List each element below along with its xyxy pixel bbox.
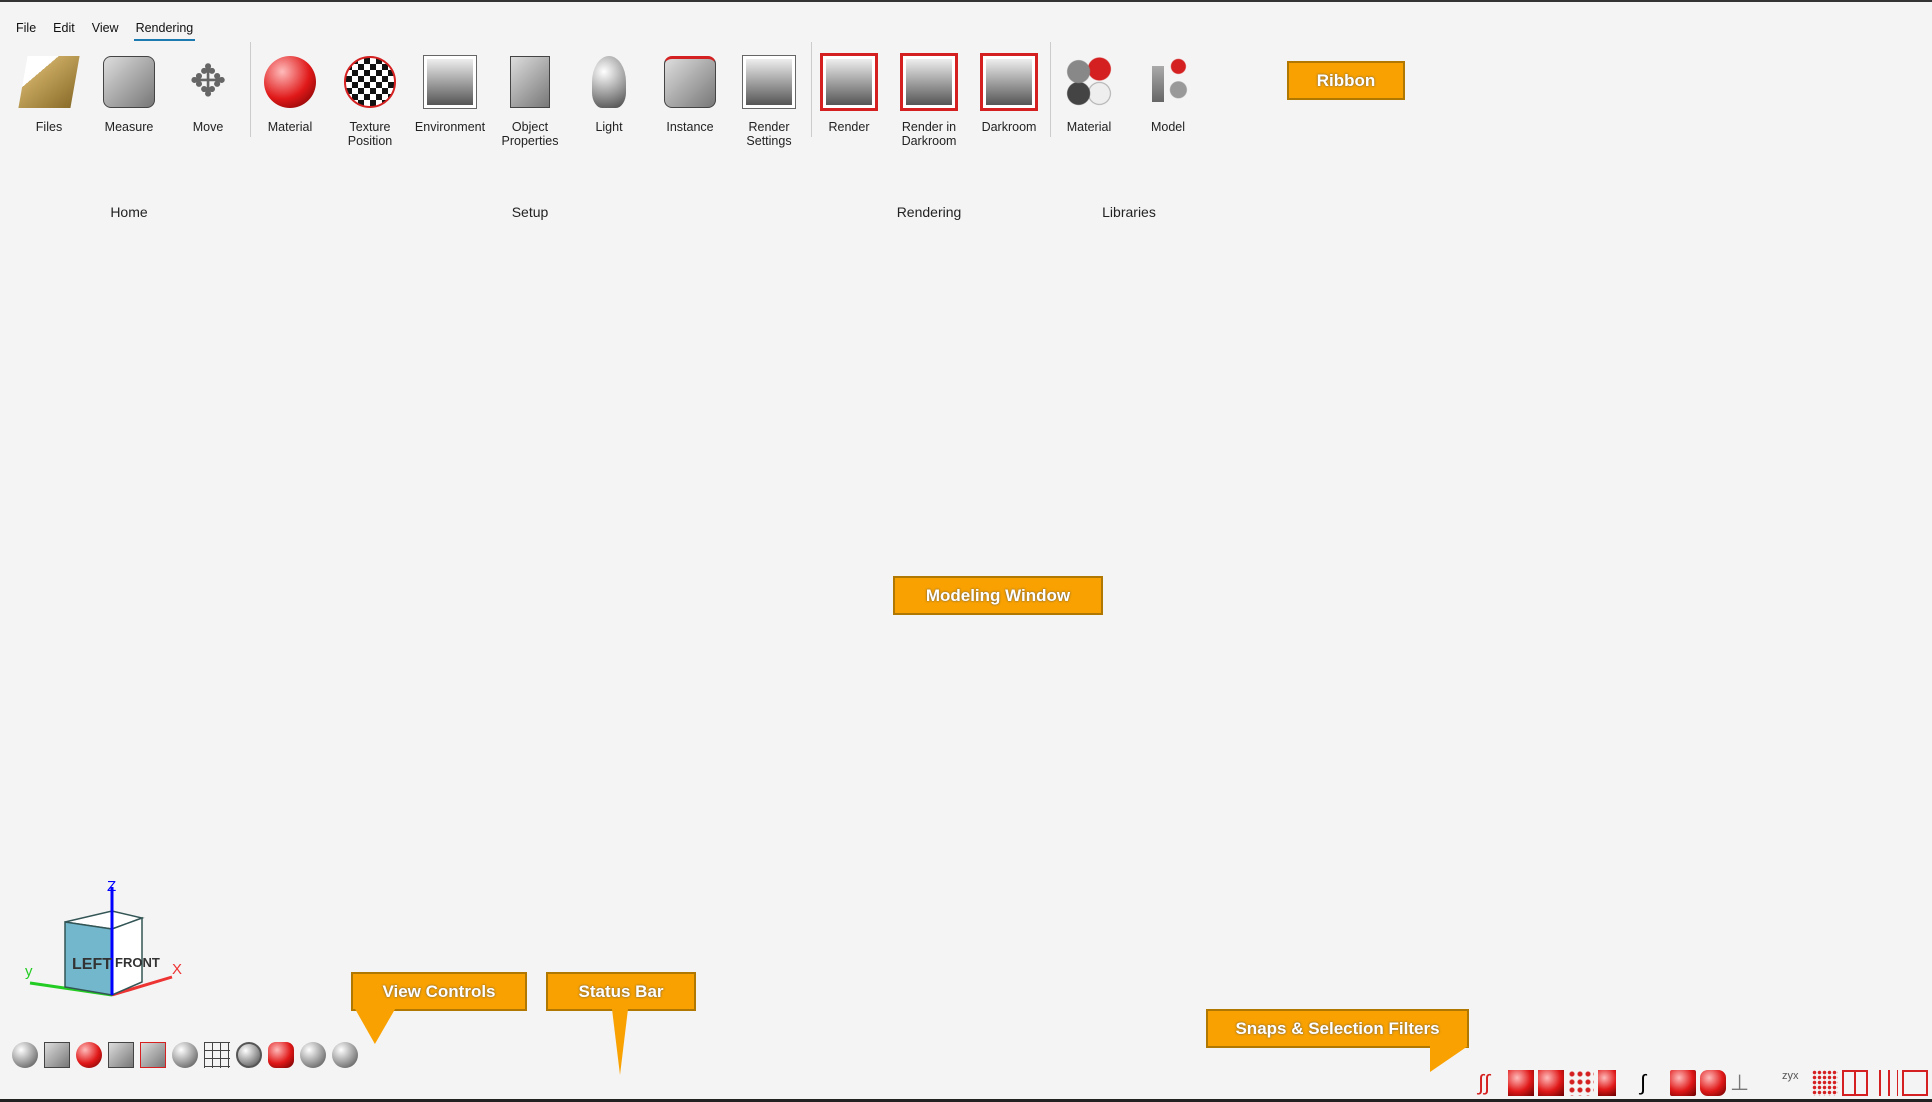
material-library-icon [1063, 56, 1115, 108]
callout-ribbon: Ribbon [1287, 61, 1405, 100]
render-settings-icon [743, 56, 795, 108]
pan-icon[interactable] [332, 1042, 358, 1068]
menu-bar: File Edit View Rendering [14, 19, 196, 41]
gizmo-left-label[interactable]: LEFT [72, 956, 112, 973]
ribbon-environment[interactable]: Environment [408, 52, 492, 134]
callout-view-controls: View Controls [351, 972, 527, 1011]
files-icon [18, 56, 80, 108]
callout-snaps: Snaps & Selection Filters [1206, 1009, 1469, 1048]
ribbon-model-library[interactable]: Model [1126, 52, 1210, 134]
menu-view[interactable]: View [91, 21, 119, 35]
plane-snap-icon[interactable] [1902, 1070, 1928, 1096]
axis-y-label: y [25, 963, 33, 980]
object-properties-icon [510, 56, 550, 108]
ribbon-texture-position[interactable]: Texture Position [328, 52, 412, 148]
grid-icon[interactable] [204, 1042, 230, 1068]
grid-snaps: zyx ⌖ [1782, 1070, 1932, 1096]
home-view-icon[interactable] [76, 1042, 102, 1068]
ribbon-object-properties[interactable]: Object Properties [488, 52, 572, 148]
texture-position-icon [344, 56, 396, 108]
instance-icon [664, 56, 716, 108]
ribbon-light[interactable]: Light [567, 52, 651, 134]
ribbon-instance[interactable]: Instance [648, 52, 732, 134]
environment-icon [424, 56, 476, 108]
render-icon [823, 56, 875, 108]
eye-icon[interactable] [12, 1042, 38, 1068]
ribbon-measure[interactable]: Measure [87, 52, 171, 134]
measure-icon [103, 56, 155, 108]
orbit-icon[interactable] [300, 1042, 326, 1068]
ribbon-files[interactable]: Files [7, 52, 91, 134]
callout-modeling-window: Modeling Window [893, 576, 1103, 615]
ribbon-render-in-darkroom[interactable]: Render in Darkroom [887, 52, 971, 148]
grid-line-snap-icon[interactable] [1842, 1070, 1868, 1096]
gizmo-front-label[interactable]: FRONT [115, 955, 160, 970]
rotate-3d-icon[interactable] [268, 1042, 294, 1068]
shading-icon[interactable] [172, 1042, 198, 1068]
surface-filter-icon[interactable] [1508, 1070, 1534, 1096]
material-icon [264, 56, 316, 108]
edge-filter-icon[interactable]: ∫ [1640, 1070, 1647, 1095]
vertex-filter-icon[interactable] [1598, 1070, 1616, 1096]
ribbon-material-library[interactable]: Material [1047, 52, 1131, 134]
face-filter-icon[interactable] [1538, 1070, 1564, 1096]
group-rendering: Rendering [896, 204, 962, 220]
menu-edit[interactable]: Edit [53, 21, 75, 35]
axis-x-label: X [172, 961, 182, 978]
xyz-snap-icon[interactable]: zyx [1782, 1070, 1799, 1082]
model-library-icon [1142, 56, 1194, 108]
light-icon [592, 56, 626, 108]
zoom-icon[interactable] [236, 1042, 262, 1068]
grid-intersection-snap-icon[interactable] [1872, 1070, 1898, 1096]
move-icon: ✥ [189, 57, 227, 106]
group-setup: Setup [511, 204, 549, 220]
camera-icon[interactable] [44, 1042, 70, 1068]
ribbon-render-settings[interactable]: Render Settings [727, 52, 811, 148]
ribbon-material[interactable]: Material [248, 52, 332, 134]
axis-filter-icon[interactable]: ⊥ [1730, 1070, 1750, 1095]
group-libraries: Libraries [1102, 204, 1156, 220]
render-darkroom-icon [903, 56, 955, 108]
darkroom-icon [983, 56, 1035, 108]
view-gizmo[interactable]: LEFT FRONT Z y X [20, 877, 190, 1017]
ribbon-darkroom[interactable]: Darkroom [967, 52, 1051, 134]
ribbon-move[interactable]: ✥Move [166, 52, 250, 134]
perspective-icon[interactable] [140, 1042, 166, 1068]
callout-status-bar: Status Bar [546, 972, 696, 1011]
ribbon-render[interactable]: Render [807, 52, 891, 134]
curve-filter-icon[interactable]: ∫∫ [1478, 1070, 1491, 1095]
grid-point-snap-icon[interactable] [1812, 1070, 1838, 1096]
axis-z-label: Z [107, 878, 116, 895]
menu-file[interactable]: File [16, 21, 37, 35]
camera-flash-icon[interactable] [108, 1042, 134, 1068]
point-filter-icon[interactable] [1568, 1070, 1594, 1096]
menu-rendering[interactable]: Rendering [133, 19, 196, 41]
solid-filter-icon[interactable] [1670, 1070, 1696, 1096]
snap-filters: ∫∫ [1478, 1070, 1616, 1096]
group-home: Home [110, 204, 148, 220]
view-controls [12, 1042, 358, 1068]
selection-filters: ∫ ⊥ [1640, 1070, 1756, 1096]
object-filter-icon[interactable] [1700, 1070, 1726, 1096]
